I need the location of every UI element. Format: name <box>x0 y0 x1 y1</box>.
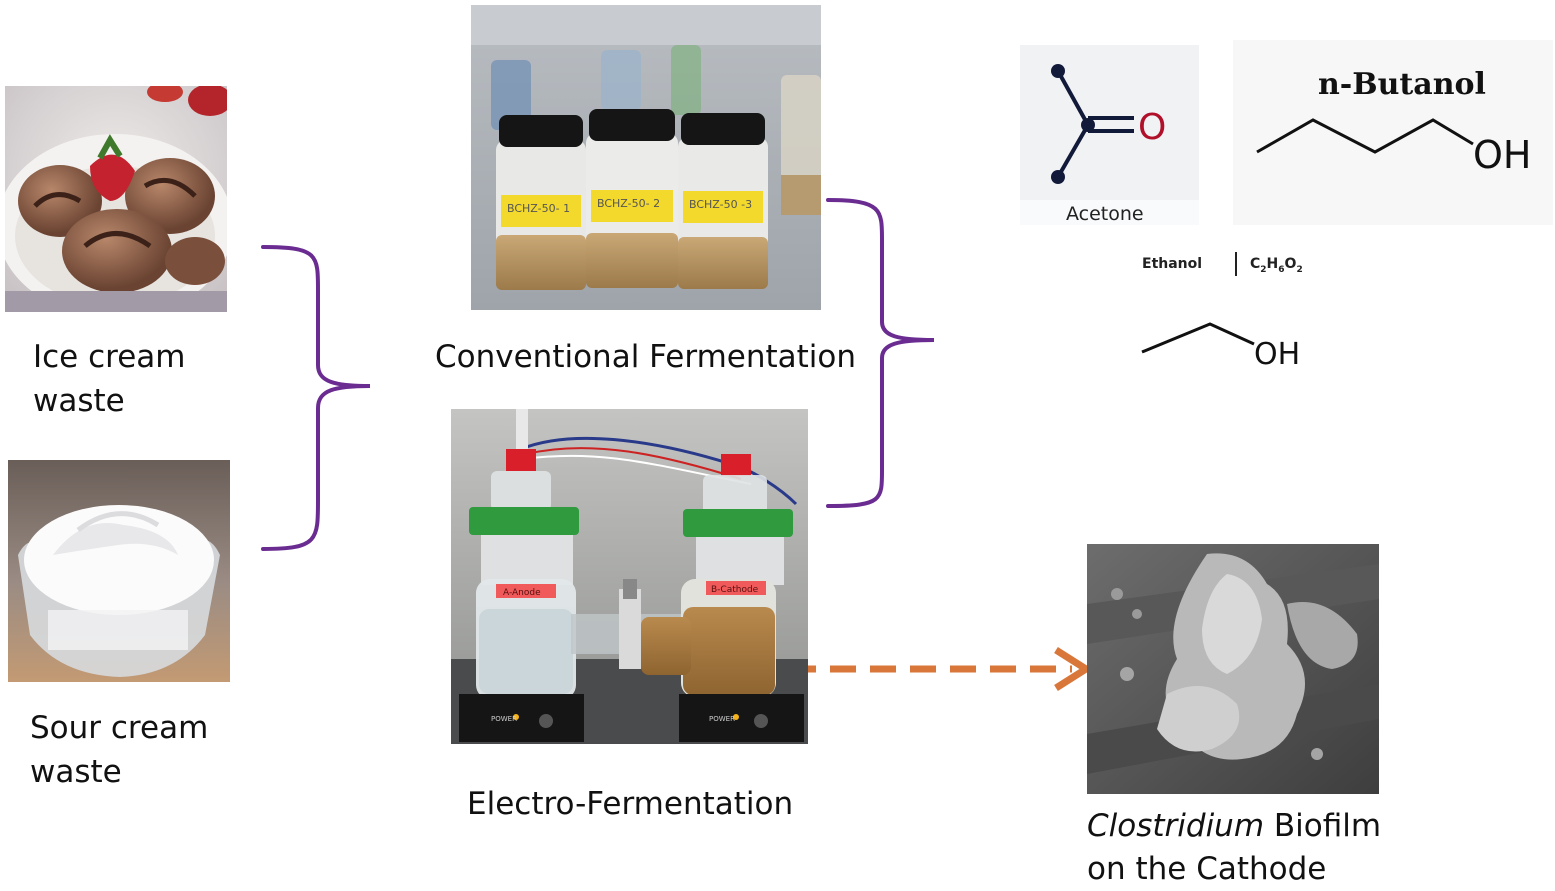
butanol-title: n-Butanol <box>1318 67 1486 102</box>
electro-fermentation-photo: A-Anode B-Cathode POWER POWER <box>451 409 808 744</box>
ice-cream-waste-label: Ice cream waste <box>33 339 186 419</box>
bottle-3: BCHZ-50 -3 <box>678 113 768 289</box>
svg-text:B-Cathode: B-Cathode <box>711 585 759 595</box>
acetone-caption: Acetone <box>1066 203 1144 225</box>
svg-text:POWER: POWER <box>709 715 735 723</box>
ice-cream-photo <box>5 86 227 312</box>
input-brace <box>261 245 371 551</box>
ethanol-formula: C2H6O2 <box>1250 256 1303 275</box>
acetone-oxygen: O <box>1138 107 1166 148</box>
biofilm-label: Clostridium Biofilm on the Cathode <box>1087 808 1382 887</box>
svg-text:BCHZ-50 -3: BCHZ-50 -3 <box>689 198 752 211</box>
svg-text:BCHZ-50- 1: BCHZ-50- 1 <box>507 202 570 215</box>
acetone-structure: O Acetone <box>1020 45 1199 225</box>
conventional-fermentation-label: Conventional Fermentation <box>435 339 857 375</box>
bottle-1: BCHZ-50- 1 <box>496 115 586 290</box>
ethanol-name: Ethanol <box>1142 256 1202 272</box>
biofilm-genus: Clostridium <box>1087 808 1265 844</box>
butanol-oh: OH <box>1473 133 1531 177</box>
anode-chamber: A-Anode <box>469 449 579 699</box>
biofilm-sem-photo <box>1087 544 1379 794</box>
bottle-2: BCHZ-50- 2 <box>586 109 678 288</box>
electro-fermentation-label: Electro-Fermentation <box>467 786 794 822</box>
acetone-atom <box>1051 170 1065 184</box>
acetone-atom <box>1081 118 1095 132</box>
ethanol-oh: OH <box>1254 337 1300 372</box>
svg-text:A-Anode: A-Anode <box>503 588 541 598</box>
svg-text:POWER: POWER <box>491 715 517 723</box>
biofilm-arrow-head <box>1054 647 1093 691</box>
acetone-atom <box>1051 64 1065 78</box>
butanol-structure: n-Butanol OH <box>1233 40 1553 225</box>
ethanol-structure: Ethanol C2H6O2 OH <box>1130 240 1330 380</box>
sour-cream-waste-label: Sour cream waste <box>30 710 209 790</box>
cathode-chamber: B-Cathode <box>641 454 793 697</box>
sour-cream-photo <box>8 460 230 682</box>
svg-text:BCHZ-50- 2: BCHZ-50- 2 <box>597 197 660 210</box>
conventional-fermentation-photo: BCHZ-50- 1 BCHZ-50- 2 BCHZ-50 -3 <box>471 5 821 310</box>
